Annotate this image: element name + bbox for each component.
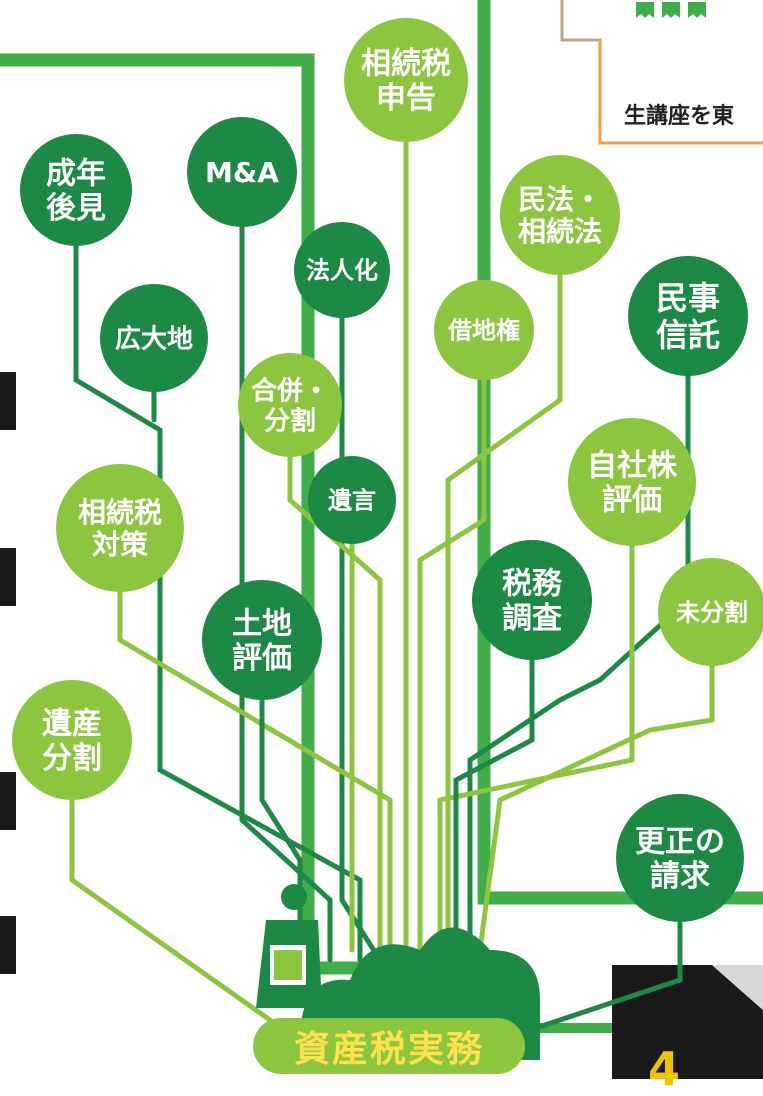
topic-bubble-mibunkatsu: 未分割 bbox=[658, 558, 763, 666]
topic-label: 成年 bbox=[46, 157, 106, 192]
topic-label: 相続税 bbox=[78, 496, 162, 529]
topic-bubble-shakuchiken: 借地権 bbox=[434, 280, 534, 380]
topic-label: 未分割 bbox=[676, 599, 748, 627]
topic-bubble-gappei-bunkatsu: 合併・分割 bbox=[238, 353, 342, 457]
topic-circle bbox=[568, 418, 696, 546]
topic-bubble-minpou-souzokuhou: 民法・相続法 bbox=[500, 155, 620, 275]
topic-circle bbox=[308, 456, 396, 544]
topic-circle bbox=[628, 256, 748, 376]
root-cloud bbox=[253, 927, 540, 1074]
topic-label: 分割 bbox=[42, 741, 102, 776]
topic-label: 相続税 bbox=[361, 47, 451, 82]
topic-circle bbox=[100, 284, 208, 392]
topic-label: 相続法 bbox=[518, 215, 602, 248]
dark-block-2 bbox=[0, 548, 16, 606]
dark-block-3 bbox=[0, 772, 16, 830]
topic-circle bbox=[238, 353, 342, 457]
topic-bubble-koudaichi: 広大地 bbox=[100, 284, 208, 392]
leaf-icons bbox=[636, 2, 706, 18]
topic-label: 請求 bbox=[650, 859, 710, 894]
dark-block-4 bbox=[0, 916, 16, 974]
topic-label: 民事 bbox=[656, 279, 720, 317]
topic-circle bbox=[658, 558, 763, 666]
topic-circle bbox=[616, 794, 744, 922]
section-number: 4 bbox=[648, 1042, 681, 1096]
topic-circle bbox=[20, 134, 132, 246]
topic-bubble-houjinka: 法人化 bbox=[294, 222, 390, 318]
topic-label: 対策 bbox=[92, 528, 148, 561]
topic-label: 広大地 bbox=[115, 323, 193, 354]
root-label: 資産税実務 bbox=[293, 1029, 484, 1070]
bottom-dark-panel bbox=[612, 965, 763, 1079]
topic-circle bbox=[472, 540, 592, 660]
topic-label: 遺産 bbox=[42, 707, 102, 742]
topic-label: 法人化 bbox=[306, 257, 378, 285]
topic-circle bbox=[434, 280, 534, 380]
topic-label: 借地権 bbox=[447, 317, 520, 345]
topic-label: 自社株 bbox=[587, 449, 678, 484]
topic-label: 後見 bbox=[46, 191, 106, 226]
topic-label: 申告 bbox=[376, 81, 436, 116]
topic-bubble-m-and-a: M&A bbox=[187, 117, 297, 227]
caption-text: 生講座を東 bbox=[624, 104, 735, 129]
dark-block-1 bbox=[0, 372, 16, 430]
topic-label: 民法・ bbox=[518, 183, 602, 216]
topic-label: 遺言 bbox=[328, 487, 376, 515]
topic-circle bbox=[12, 680, 132, 800]
topic-bubbles: 相続税申告成年後見M&A民法・相続法法人化広大地借地権民事信託合併・分割自社株評… bbox=[12, 18, 763, 922]
topic-bubble-yuigon: 遺言 bbox=[308, 456, 396, 544]
topic-label: 評価 bbox=[602, 483, 662, 518]
person-icon bbox=[256, 884, 322, 1008]
topic-circle bbox=[294, 222, 390, 318]
topic-label: 更正の bbox=[635, 825, 725, 860]
topic-circle bbox=[344, 18, 468, 142]
root-label-box bbox=[253, 1018, 525, 1074]
topic-label: 分割 bbox=[264, 405, 316, 436]
topic-circle bbox=[500, 155, 620, 275]
tree-branches bbox=[69, 117, 715, 1043]
topic-label: 土地 bbox=[232, 607, 292, 642]
topic-label: 合併・ bbox=[251, 375, 329, 406]
topic-circle bbox=[187, 117, 297, 227]
topic-label: M&A bbox=[205, 156, 279, 189]
topic-label: 評価 bbox=[232, 641, 292, 676]
topic-circle bbox=[56, 464, 184, 592]
topic-circle bbox=[202, 580, 322, 700]
topic-label: 調査 bbox=[502, 601, 562, 636]
topic-label: 税務 bbox=[502, 567, 563, 602]
topic-label: 信託 bbox=[656, 316, 720, 354]
